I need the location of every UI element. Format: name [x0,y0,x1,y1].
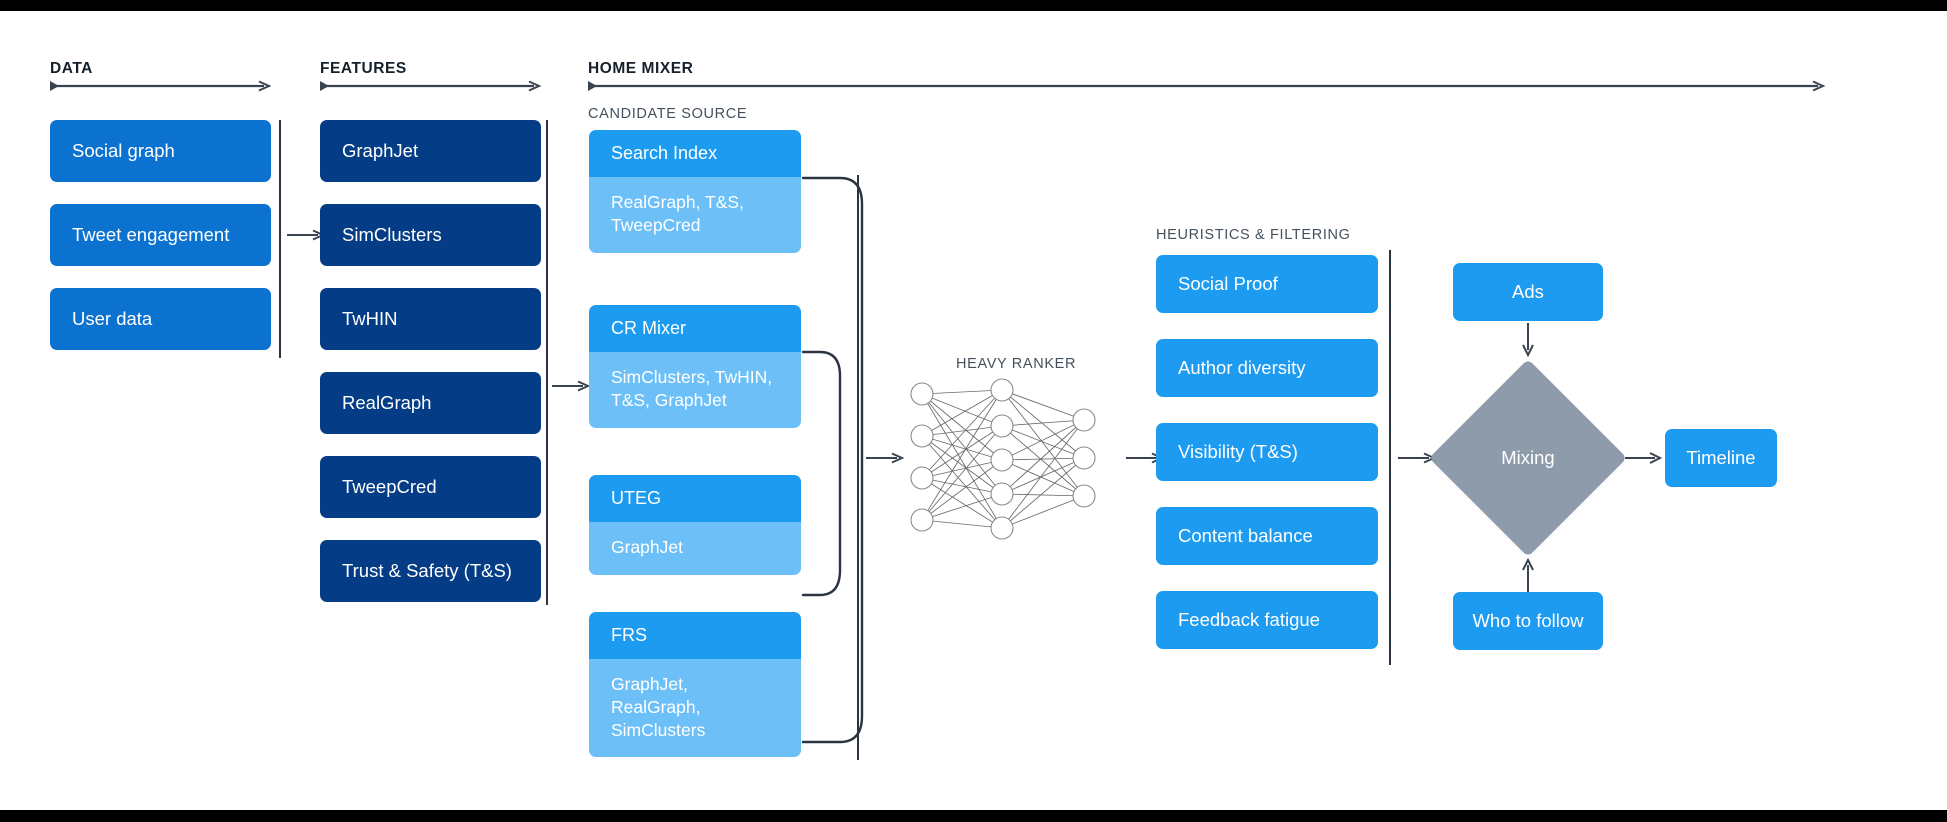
data-box-user-data[interactable]: User data [50,288,271,350]
feature-box-trust-safety[interactable]: Trust & Safety (T&S) [320,540,541,602]
feature-box-graphjet[interactable]: GraphJet [320,120,541,182]
heavy-ranker-network [898,378,1110,540]
heuristic-box-content-balance[interactable]: Content balance [1156,507,1378,565]
section-label-candidate-source: CANDIDATE SOURCE [588,106,748,122]
output-box-timeline[interactable]: Timeline [1665,429,1777,487]
feature-box-realgraph[interactable]: RealGraph [320,372,541,434]
section-arrow-home-mixer [588,80,1826,92]
candidate-source-features: GraphJet, RealGraph, SimClusters [589,659,801,758]
candidate-source-features: RealGraph, T&S, TweepCred [589,177,801,253]
feature-box-tweepcred[interactable]: TweepCred [320,456,541,518]
candidate-source-card-uteg[interactable]: UTEG GraphJet [589,475,801,575]
section-arrow-data [50,80,272,92]
candidate-source-card-search-index[interactable]: Search Index RealGraph, T&S, TweepCred [589,130,801,253]
arrow-candidates-to-ranker [866,452,905,464]
feature-box-simclusters[interactable]: SimClusters [320,204,541,266]
divider-features-candidates [546,120,548,605]
arrow-features-to-candidates [552,380,591,392]
candidate-source-card-cr-mixer[interactable]: CR Mixer SimClusters, TwHIN, T&S, GraphJ… [589,305,801,428]
letterbox-top [0,0,1947,11]
divider-data-features [279,120,281,358]
candidate-source-title: UTEG [589,475,801,522]
candidate-source-card-frs[interactable]: FRS GraphJet, RealGraph, SimClusters [589,612,801,758]
heuristic-box-author-diversity[interactable]: Author diversity [1156,339,1378,397]
mixing-label: Mixing [1501,447,1555,468]
divider-heuristics-mixing [1389,250,1391,665]
section-label-heuristics: HEURISTICS & FILTERING [1156,227,1351,243]
section-label-data: DATA [50,60,93,77]
data-box-social-graph[interactable]: Social graph [50,120,271,182]
divider-candidates-ranker [857,175,859,760]
heuristic-box-social-proof[interactable]: Social Proof [1156,255,1378,313]
heuristic-box-feedback-fatigue[interactable]: Feedback fatigue [1156,591,1378,649]
heuristic-box-visibility[interactable]: Visibility (T&S) [1156,423,1378,481]
candidate-source-features: GraphJet [589,522,801,575]
candidate-source-title: FRS [589,612,801,659]
candidate-source-title: CR Mixer [589,305,801,352]
section-label-features: FEATURES [320,60,407,77]
section-label-home-mixer: HOME MIXER [588,60,694,77]
section-arrow-features [320,80,542,92]
output-box-who-to-follow[interactable]: Who to follow [1453,592,1603,650]
data-box-tweet-engagement[interactable]: Tweet engagement [50,204,271,266]
letterbox-bottom [0,810,1947,822]
feature-box-twhin[interactable]: TwHIN [320,288,541,350]
candidate-source-features: SimClusters, TwHIN, T&S, GraphJet [589,352,801,428]
output-box-ads[interactable]: Ads [1453,263,1603,321]
section-label-heavy-ranker: HEAVY RANKER [956,356,1077,372]
candidate-source-title: Search Index [589,130,801,177]
